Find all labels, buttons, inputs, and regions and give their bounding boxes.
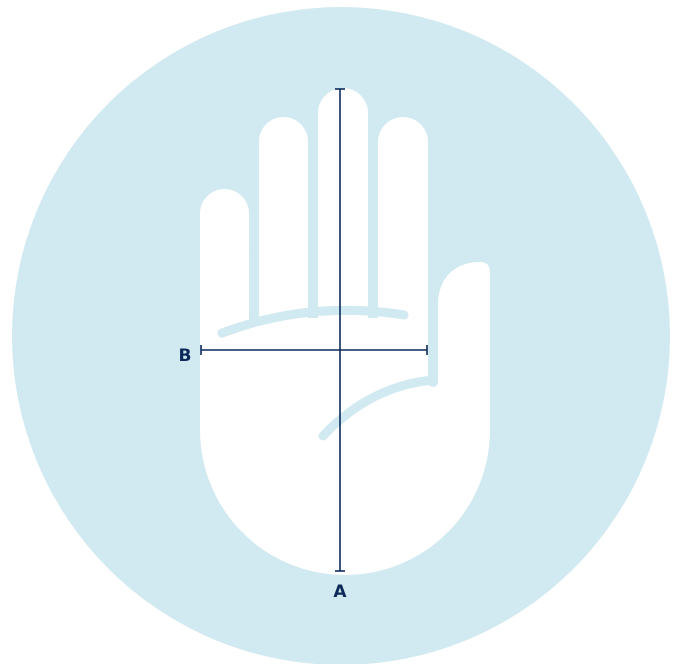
label-a: A bbox=[333, 582, 347, 602]
label-b: B bbox=[179, 346, 192, 366]
thumb bbox=[438, 262, 490, 430]
index-finger bbox=[378, 117, 428, 357]
pinky-finger bbox=[200, 189, 249, 389]
